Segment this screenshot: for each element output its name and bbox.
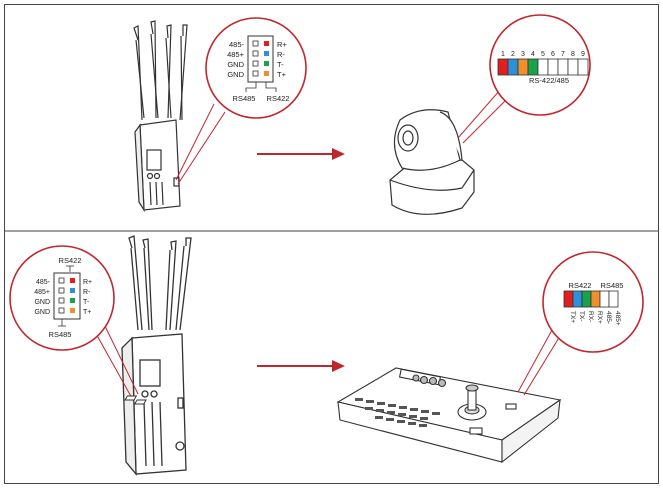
- bottom-pin-callout: RS422 485- 485+ GND GND R+ R- T- T+ RS48…: [9, 245, 139, 401]
- top-left-label: 485-: [229, 40, 245, 49]
- camera-pin-number: 6: [551, 51, 555, 58]
- bottom-left-label: 485+: [34, 289, 50, 296]
- bottom-left-label: GND: [34, 299, 50, 306]
- arrow-right-icon: [257, 148, 345, 160]
- camera-terminal-block: [497, 58, 589, 76]
- top-rs485-label: RS485: [233, 94, 256, 103]
- top-left-label: GND: [227, 70, 244, 79]
- camera-pin-number: 5: [541, 51, 545, 58]
- controller-pin-label: RX-: [587, 311, 594, 322]
- camera-pin-number: 1: [501, 51, 505, 58]
- camera-pin-number: 7: [561, 51, 565, 58]
- controller-rs422-label: RS422: [569, 281, 592, 290]
- controller-terminal-block: [563, 290, 619, 308]
- top-right-label: T-: [277, 60, 284, 69]
- bottom-right-label: R+: [83, 279, 92, 286]
- top-rs422-label: RS422: [267, 94, 290, 103]
- ptz-camera-icon: [389, 109, 475, 215]
- ptz-controller-icon: [124, 367, 562, 464]
- camera-pin-number: 8: [571, 51, 575, 58]
- bottom-right-label: T-: [83, 299, 90, 306]
- transmitter-icon: [121, 235, 192, 476]
- bottom-left-label: GND: [34, 309, 50, 316]
- bottom-rs422-label: RS422: [59, 256, 82, 265]
- camera-pin-number: 2: [511, 51, 515, 58]
- camera-pin-callout: 1 2 3 4 5 6 7 8 9 RS-422/485: [457, 14, 591, 144]
- arrow-right-icon: [257, 360, 345, 372]
- controller-rs485-label: RS485: [601, 281, 624, 290]
- top-right-label: T+: [277, 70, 287, 79]
- camera-port-label: RS-422/485: [529, 76, 569, 85]
- top-pin-grid: [252, 40, 269, 77]
- transmitter-icon: [133, 20, 188, 213]
- top-right-label: R+: [277, 40, 287, 49]
- camera-pin-number: 9: [581, 51, 585, 58]
- top-left-label: 485+: [227, 50, 245, 59]
- camera-pin-number: 3: [521, 51, 525, 58]
- top-right-label: R-: [277, 50, 285, 59]
- top-pin-callout: 485- 485+ GND GND R+ R- T- T+ RS485 RS42…: [175, 17, 307, 185]
- top-left-label: GND: [227, 60, 244, 69]
- controller-pin-label: 485+: [614, 311, 621, 326]
- camera-pin-number: 4: [531, 51, 535, 58]
- controller-pin-label: RX+: [596, 311, 603, 324]
- controller-pin-label: TX+: [569, 311, 576, 323]
- controller-pin-label: TX-: [578, 311, 585, 321]
- bottom-right-label: T+: [83, 309, 91, 316]
- bottom-left-label: 485-: [36, 279, 51, 286]
- bottom-right-label: R-: [83, 289, 91, 296]
- bottom-pin-grid: [58, 277, 75, 314]
- bottom-rs485-label: RS485: [49, 330, 72, 339]
- frame: [4, 4, 659, 484]
- controller-pin-label: 485-: [605, 311, 612, 324]
- controller-pin-callout: RS422 RS485 TX+ TX- RX- RX+ 485- 485+: [517, 251, 644, 396]
